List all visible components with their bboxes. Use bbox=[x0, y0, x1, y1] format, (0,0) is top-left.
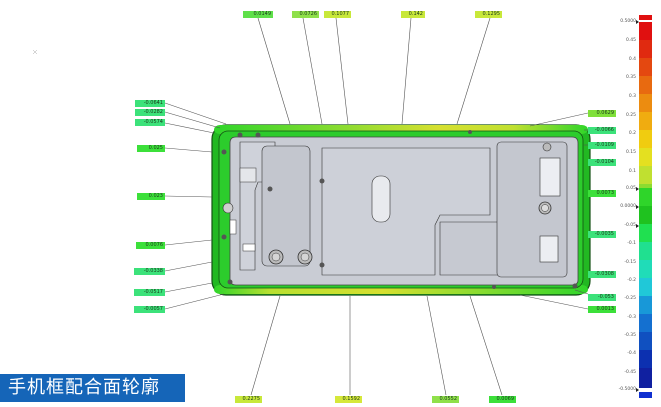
scale-tick: 0.35 bbox=[625, 75, 636, 80]
scale-tick: -0.05 bbox=[624, 223, 636, 228]
color-scale-segment bbox=[639, 224, 652, 242]
measurement-label-top-3: 0.1077 bbox=[324, 11, 351, 18]
phone-frame-body bbox=[211, 124, 591, 296]
measurement-label-top-5: 0.1295 bbox=[475, 11, 502, 18]
color-scale-segment bbox=[639, 332, 652, 350]
measurement-label-left-7: -0.0338 bbox=[134, 268, 165, 275]
scale-tick: -0.5000 bbox=[618, 387, 636, 392]
coordinate-marker bbox=[32, 49, 38, 55]
measurement-label-bottom-3: 0.0552 bbox=[432, 396, 459, 403]
leader-lines bbox=[164, 17, 589, 396]
measurement-label-right-6: -0.0035 bbox=[588, 231, 616, 238]
measurement-label-right-1: 0.0629 bbox=[588, 110, 616, 117]
measurement-label-left-8: -0.0517 bbox=[134, 289, 165, 296]
color-scale-segment bbox=[639, 278, 652, 296]
scale-tick: 0.1 bbox=[628, 169, 636, 174]
color-scale-segment bbox=[639, 58, 652, 76]
measurement-label-top-1: 0.0149 bbox=[243, 11, 273, 18]
scale-tick: -0.35 bbox=[624, 333, 636, 338]
scale-tick: -0.1 bbox=[627, 241, 636, 246]
measurement-label-top-4: 0.142 bbox=[401, 11, 425, 18]
measurement-label-left-4: 0.025 bbox=[137, 145, 165, 152]
measurement-label-right-3: -0.0109 bbox=[588, 142, 616, 149]
measurement-label-right-9: 0.0013 bbox=[588, 306, 616, 313]
measurement-label-right-7: -0.0308 bbox=[588, 271, 616, 278]
measurement-label-right-5: 0.0073 bbox=[588, 190, 616, 197]
color-scale-under bbox=[639, 392, 652, 398]
scale-tick: 0.2 bbox=[628, 131, 636, 136]
measurement-label-left-3: -0.0574 bbox=[135, 119, 165, 126]
color-scale-segment bbox=[639, 188, 652, 206]
scale-tick: 0.5000 bbox=[620, 19, 636, 24]
color-scale-segment bbox=[639, 206, 652, 224]
scale-tick: 0.15 bbox=[625, 150, 636, 155]
color-scale-segment bbox=[639, 314, 652, 332]
scale-tick: 0.4 bbox=[628, 57, 636, 62]
scale-marker-max bbox=[636, 19, 639, 24]
scale-marker-upper-tol bbox=[636, 186, 639, 191]
measurement-label-left-2: -0.0282 bbox=[135, 109, 165, 116]
color-scale-segment bbox=[639, 94, 652, 112]
scale-marker-min bbox=[636, 387, 639, 392]
title-banner: 手机框配合面轮廓 bbox=[0, 374, 185, 402]
color-scale-segment bbox=[639, 76, 652, 94]
scale-tick: -0.15 bbox=[624, 260, 636, 265]
scale-tick: -0.45 bbox=[624, 370, 636, 375]
color-scale-segment bbox=[639, 368, 652, 388]
scale-tick: -0.2 bbox=[627, 278, 636, 283]
measurement-label-right-4: -0.0104 bbox=[588, 159, 616, 166]
scale-marker-zero bbox=[636, 204, 639, 209]
color-scale-segment bbox=[639, 130, 652, 148]
color-scale-segment bbox=[639, 112, 652, 130]
color-scale-segment bbox=[639, 350, 652, 368]
color-scale-segment bbox=[639, 260, 652, 278]
measurement-label-left-6: 0.0076 bbox=[136, 242, 165, 249]
measurement-label-bottom-2: 0.1592 bbox=[335, 396, 362, 403]
measurement-label-bottom-1: 0.2275 bbox=[235, 396, 262, 403]
measurement-label-right-2: -0.0066 bbox=[588, 127, 616, 134]
scale-tick: 0.45 bbox=[625, 38, 636, 43]
scale-tick: -0.4 bbox=[627, 351, 636, 356]
scale-tick: 0.25 bbox=[625, 113, 636, 118]
measurement-label-right-8: -0.053 bbox=[588, 294, 616, 301]
measurement-label-left-9: -0.0057 bbox=[134, 306, 165, 313]
measurement-label-left-5: 0.023 bbox=[137, 193, 165, 200]
scale-marker-lower-tol bbox=[636, 223, 639, 228]
scale-tick: 0.3 bbox=[628, 94, 636, 99]
measurement-label-bottom-4: 0.0069 bbox=[489, 396, 516, 403]
color-scale-segment bbox=[639, 40, 652, 58]
scale-tick: 0.05 bbox=[625, 186, 636, 191]
measurement-label-top-2: 0.0726 bbox=[292, 11, 319, 18]
scale-tick: -0.3 bbox=[627, 315, 636, 320]
color-scale-segment bbox=[639, 242, 652, 260]
scale-tick: -0.25 bbox=[624, 296, 636, 301]
measurement-label-left-1: -0.0641 bbox=[135, 100, 165, 107]
color-scale-segment bbox=[639, 148, 652, 166]
color-scale-segment bbox=[639, 166, 652, 184]
scale-tick: 0.0000 bbox=[620, 204, 636, 209]
color-scale-segment bbox=[639, 22, 652, 40]
color-scale-over bbox=[639, 15, 652, 20]
color-scale-segment bbox=[639, 296, 652, 314]
